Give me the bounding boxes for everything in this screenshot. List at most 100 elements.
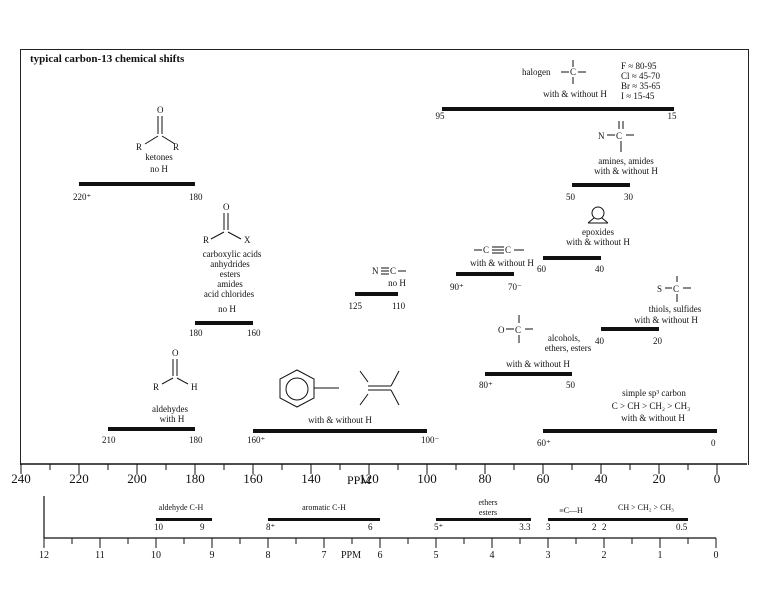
- region-label: with & without H: [506, 359, 570, 369]
- range-end: 110: [392, 301, 406, 311]
- h-tick-label: 6: [377, 550, 383, 561]
- region-label: ketones: [145, 152, 173, 162]
- h-range-right: 3.3: [519, 522, 531, 532]
- svg-text:R: R: [203, 235, 209, 245]
- h-region-label: esters: [478, 508, 498, 517]
- region-label: C > CH > CH₂ > CH₃: [611, 401, 691, 411]
- ppm-tick-label: 160: [243, 471, 263, 486]
- h-region-label: CH > CH₂ > CH₃: [618, 503, 674, 512]
- region-label: esters: [219, 269, 241, 279]
- range-start: 60: [537, 264, 546, 274]
- svg-text:C: C: [483, 245, 489, 255]
- h-range-left: 8⁺: [266, 522, 276, 532]
- region-label: simple sp³ carbon: [622, 388, 686, 398]
- region-bar: [601, 327, 659, 331]
- region-label: with & without H: [470, 258, 534, 268]
- region-bar: [253, 429, 427, 433]
- h-tick-label: 0: [713, 550, 719, 561]
- ppm-tick-label: 100: [417, 471, 437, 486]
- h-region-label: ≡C—H: [559, 506, 583, 515]
- aldehyde-structure: O R H: [153, 348, 198, 392]
- ppm-tick-label: 0: [713, 471, 721, 486]
- ppm-tick-label: 200: [127, 471, 147, 486]
- h-region-bar: [604, 518, 688, 521]
- range-end: 20: [653, 336, 662, 346]
- halogen-structure: C: [561, 60, 586, 84]
- range-start: 90⁺: [450, 282, 464, 292]
- range-end: 180: [189, 192, 203, 202]
- range-start: 50: [566, 192, 575, 202]
- ppm-tick-label: 80: [478, 471, 492, 486]
- region-bar: [572, 183, 630, 187]
- range-end: 15: [667, 111, 677, 121]
- svg-text:S: S: [657, 284, 662, 294]
- ppm-tick-label: 60: [536, 471, 550, 486]
- halogen-label: halogen: [522, 67, 551, 77]
- range-start: 125: [348, 301, 363, 311]
- h-tick-label: 4: [489, 550, 495, 561]
- svg-text:O: O: [157, 105, 164, 115]
- chart-frame: [20, 49, 749, 465]
- region-label: carboxylic acids: [202, 249, 262, 259]
- chart-title: typical carbon-13 chemical shifts: [30, 53, 185, 65]
- ppm-tick-label: 140: [301, 471, 321, 486]
- ketone-structure: O R R: [136, 105, 179, 152]
- halogen-br: Br ≈ 35-65: [621, 81, 661, 91]
- region-bar: [543, 256, 601, 260]
- ppm-axis: [20, 462, 747, 484]
- halogen-f: F ≈ 80-95: [621, 61, 657, 71]
- region-bar: [195, 321, 253, 325]
- h-axis-name: PPM: [341, 550, 362, 561]
- h-region-bar: [268, 518, 380, 521]
- h-range-left: 5⁺: [434, 522, 444, 532]
- svg-text:O: O: [172, 348, 179, 358]
- region-bar: [441, 107, 674, 111]
- svg-text:N: N: [372, 266, 379, 276]
- h-region-label: aldehyde C-H: [158, 503, 204, 512]
- range-end: 180: [189, 435, 203, 445]
- range-start: 80⁺: [479, 380, 493, 390]
- h-region-bar: [436, 518, 532, 521]
- h-region-bar: [156, 518, 212, 521]
- region-label: thiols, sulfides: [648, 304, 702, 314]
- svg-text:H: H: [191, 382, 198, 392]
- alkyne-structure: C C: [474, 245, 524, 255]
- h-region-label: aromatic C-H: [302, 503, 346, 512]
- svg-text:O: O: [223, 202, 230, 212]
- halogen-c: C: [570, 67, 576, 77]
- range-end: 0: [711, 438, 716, 448]
- range-start: 160⁺: [247, 435, 266, 445]
- h-region-label: ethers: [478, 498, 498, 507]
- region-label: with H: [159, 414, 185, 424]
- h-range-right: 6: [368, 522, 373, 532]
- region-label: no H: [218, 304, 236, 314]
- region-label: amines, amides: [598, 156, 654, 166]
- h-range-right: 0.5: [676, 522, 688, 532]
- region-label: with & without H: [621, 413, 685, 423]
- acid-structure: O R X: [203, 202, 251, 245]
- region-label: with & without H: [566, 237, 630, 247]
- svg-text:X: X: [244, 235, 251, 245]
- region-label: with & without H: [543, 89, 607, 99]
- halogen-i: I ≈ 15-45: [621, 91, 655, 101]
- h-tick-label: 11: [95, 550, 105, 561]
- region-label: amides: [217, 279, 243, 289]
- h-tick-label: 9: [209, 550, 215, 561]
- svg-text:R: R: [173, 142, 179, 152]
- aromatic-structure: [279, 369, 400, 408]
- range-end: 50: [566, 380, 575, 390]
- range-start: 60⁺: [537, 438, 551, 448]
- thiol-structure: S C: [657, 276, 691, 302]
- range-start: 40: [595, 336, 604, 346]
- amine-structure: N C: [598, 121, 634, 152]
- nitrile-structure: N C: [372, 266, 406, 276]
- ppm-tick-label: 40: [594, 471, 608, 486]
- range-end: 100⁻: [421, 435, 440, 445]
- range-start: 180: [189, 328, 203, 338]
- region-label: anhydrides: [210, 259, 250, 269]
- svg-text:R: R: [136, 142, 142, 152]
- ppm-tick-label: 180: [185, 471, 205, 486]
- alcohol-structure: O C: [498, 315, 533, 343]
- h-tick-label: 7: [321, 550, 327, 561]
